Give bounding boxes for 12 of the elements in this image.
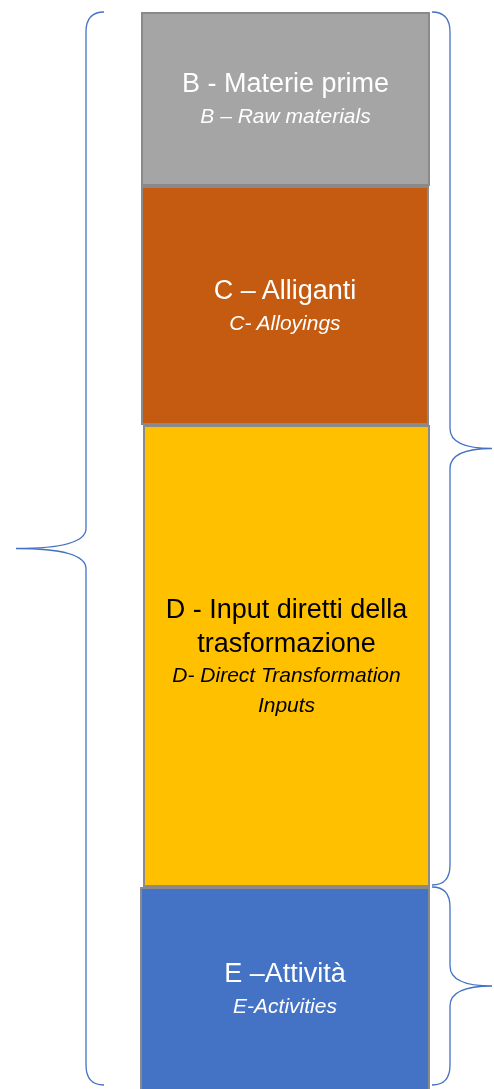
block-title: E –Attività xyxy=(224,957,346,991)
block-title: D - Input diretti della trasformazione xyxy=(164,592,409,660)
block-subtitle: E-Activities xyxy=(233,993,337,1020)
stacked-block xyxy=(141,186,429,425)
block-subtitle: B – Raw materials xyxy=(200,103,371,130)
stacked-block xyxy=(143,425,430,887)
stacked-block xyxy=(140,887,430,1089)
block-title: C – Alliganti xyxy=(213,273,357,307)
stacked-block xyxy=(141,12,430,186)
block-title: B - Materie prime xyxy=(181,67,390,101)
block-subtitle: D- Direct Transformation Inputs xyxy=(171,662,402,718)
block-subtitle: C- Alloyings xyxy=(229,309,341,336)
